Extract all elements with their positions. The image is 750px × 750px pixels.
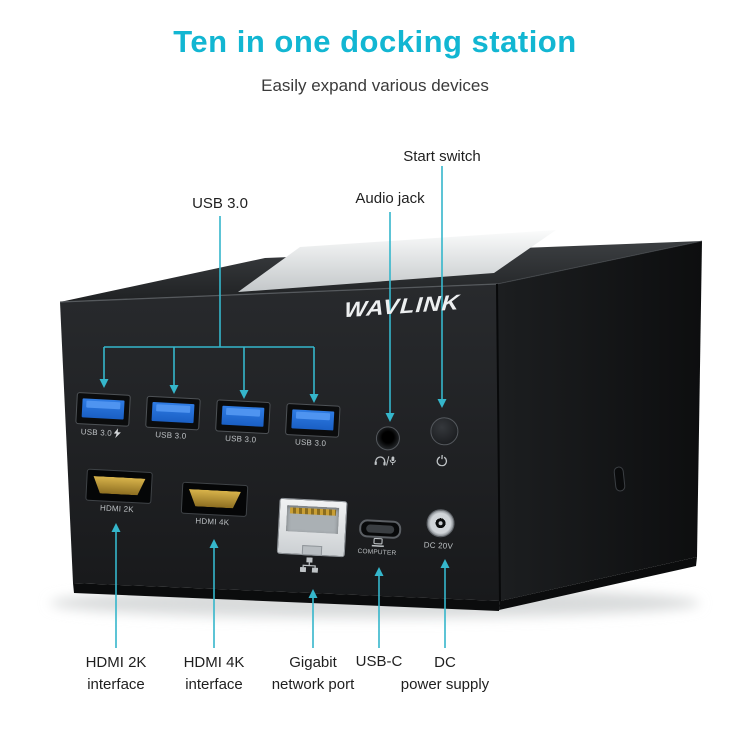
ethernet-port bbox=[276, 497, 348, 558]
usb-port-1-text: USB 3.0 bbox=[80, 426, 113, 438]
hdmi-4k-port-label: HDMI 4K bbox=[180, 516, 244, 528]
usb-port-2 bbox=[145, 395, 201, 431]
headset-mic-icon bbox=[373, 455, 398, 467]
laptop-icon bbox=[371, 537, 384, 548]
callout-hdmi-2k: HDMI 2K interface bbox=[56, 652, 176, 696]
usb-tongue bbox=[291, 409, 335, 431]
callout-hdmi-4k: HDMI 4K interface bbox=[154, 652, 274, 696]
usb-port-2-text: USB 3.0 bbox=[154, 430, 187, 441]
usb-port-4-label: USB 3.0 bbox=[275, 436, 345, 449]
usb-tongue bbox=[151, 401, 195, 424]
power-button bbox=[429, 416, 460, 447]
callout-gigabit-line2: network port bbox=[271, 676, 355, 693]
hdmi-2k-text: HDMI 2K bbox=[99, 503, 135, 515]
usb-port-2-label: USB 3.0 bbox=[136, 429, 206, 442]
usb-port-3-text: USB 3.0 bbox=[224, 433, 257, 445]
callout-audio-jack: Audio jack bbox=[355, 190, 425, 207]
dc-20v-text: DC 20V bbox=[423, 540, 454, 551]
usb-tongue bbox=[221, 405, 265, 427]
usb-port-3 bbox=[215, 399, 271, 435]
usb-port-4-text: USB 3.0 bbox=[294, 437, 327, 449]
network-icon bbox=[299, 557, 319, 573]
usb-c-port-label: COMPUTER bbox=[347, 547, 407, 557]
callout-dc-line1: DC bbox=[434, 654, 456, 671]
audio-jack-port bbox=[375, 425, 401, 451]
callout-dc: DC power supply bbox=[385, 652, 505, 696]
power-icon bbox=[436, 454, 449, 467]
hdmi-4k-text: HDMI 4K bbox=[195, 516, 230, 528]
usb-port-1-label: USB 3.0 bbox=[66, 426, 136, 440]
dc-power-port bbox=[425, 508, 456, 538]
front-panel: USB 3.0 USB 3.0 USB 3.0 USB 3.0 bbox=[44, 295, 519, 619]
dc-port-label: DC 20V bbox=[408, 540, 468, 552]
callout-usb-c: USB-C bbox=[355, 653, 403, 670]
callout-hdmi-2k-line2: interface bbox=[87, 676, 145, 693]
usb-port-1 bbox=[75, 392, 131, 427]
callout-lines bbox=[103, 166, 446, 648]
callout-gigabit-line1: Gigabit bbox=[289, 654, 337, 671]
callout-hdmi-4k-line1: HDMI 4K bbox=[183, 654, 245, 671]
callout-dc-line2: power supply bbox=[400, 676, 490, 693]
hdmi-2k-port-label: HDMI 2K bbox=[85, 503, 149, 515]
usb-tongue bbox=[81, 398, 125, 420]
callout-usb: USB 3.0 bbox=[192, 195, 248, 212]
hdmi-2k-port bbox=[85, 468, 153, 505]
callout-hdmi-4k-line2: interface bbox=[185, 676, 243, 693]
usb-c-port bbox=[358, 518, 402, 540]
kensington-lock-slot bbox=[613, 466, 626, 492]
usb-port-4 bbox=[284, 403, 341, 438]
callout-start-switch: Start switch bbox=[403, 148, 481, 165]
callout-gigabit: Gigabit network port bbox=[253, 652, 373, 696]
usb-port-3-label: USB 3.0 bbox=[206, 433, 276, 446]
page-title: Ten in one docking station bbox=[173, 24, 577, 59]
callout-hdmi-2k-line1: HDMI 2K bbox=[85, 654, 147, 671]
fast-charge-icon bbox=[113, 428, 121, 439]
callout-arrowheads bbox=[99, 379, 450, 598]
raised-top-platform bbox=[238, 230, 556, 292]
computer-text: COMPUTER bbox=[357, 547, 397, 557]
hdmi-4k-port bbox=[180, 481, 249, 518]
page-subtitle: Easily expand various devices bbox=[261, 76, 489, 95]
